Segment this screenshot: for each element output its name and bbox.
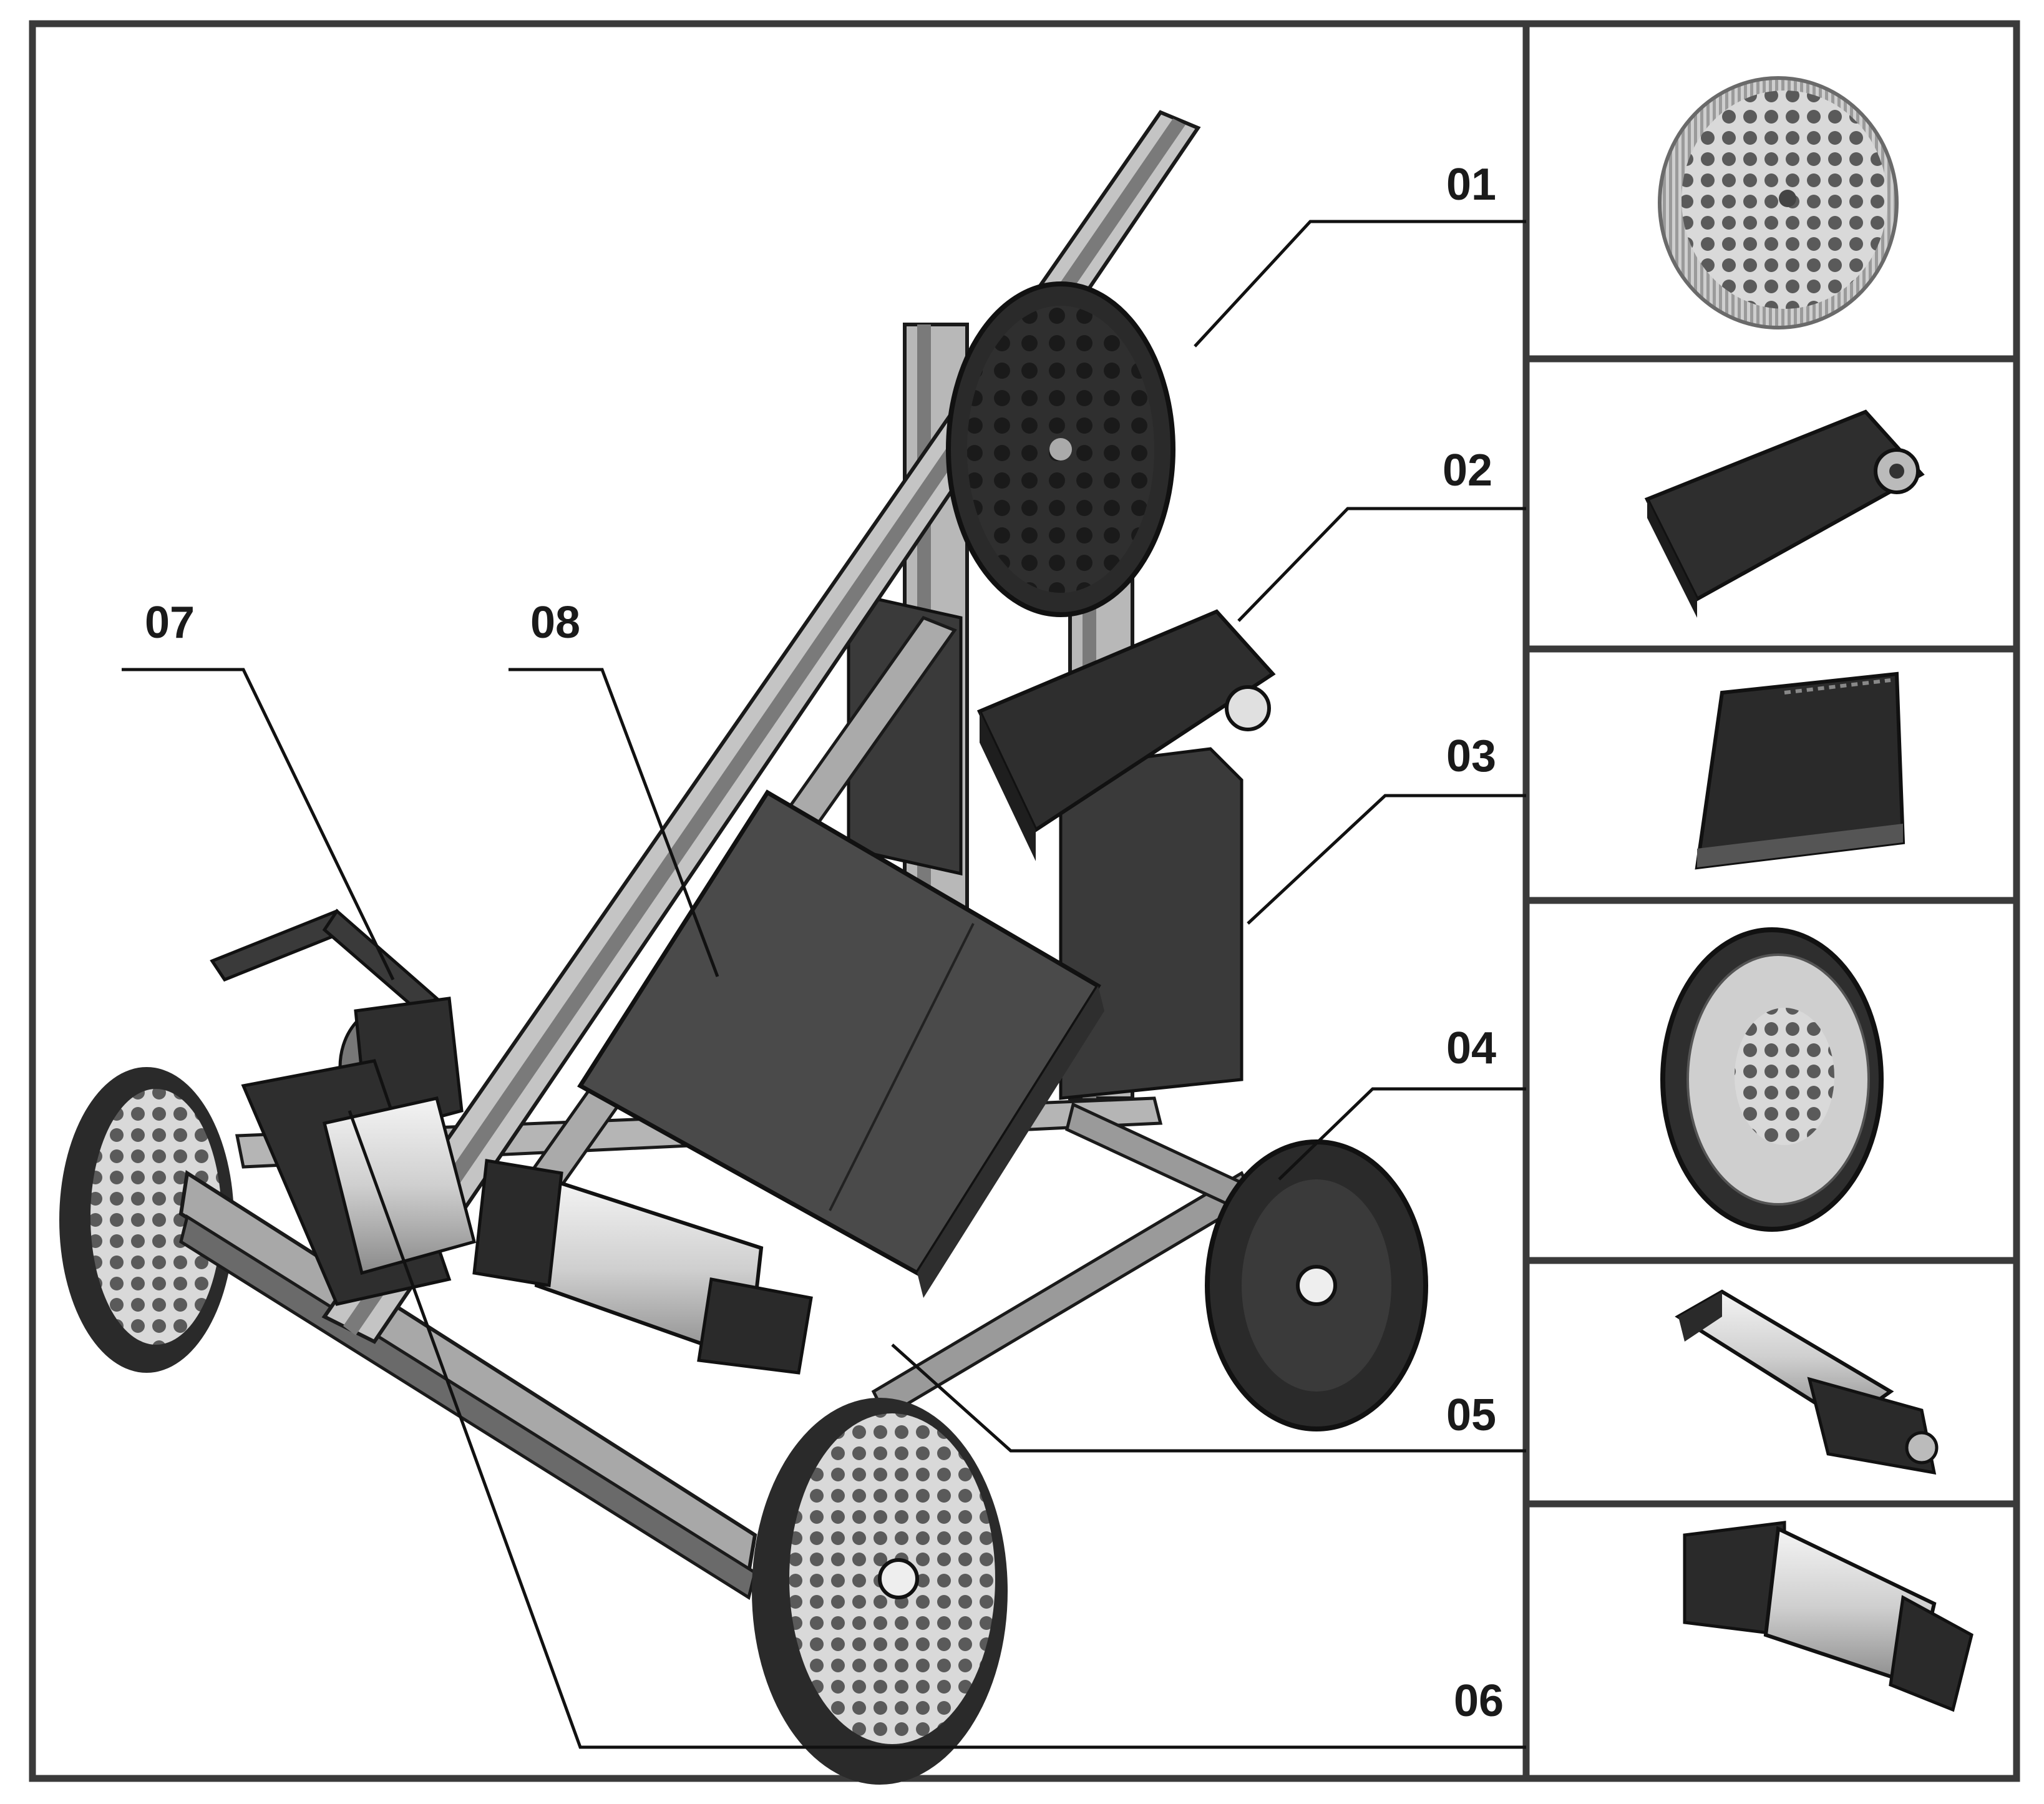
leader-06 [348, 1110, 1526, 1749]
callout-06: 06 [1454, 1676, 1504, 1726]
robot-motor-front [472, 1159, 813, 1375]
callout-03: 03 [1446, 731, 1496, 781]
leader-lines [122, 220, 1526, 1749]
frame [29, 20, 2020, 1782]
leader-02 [1237, 507, 1526, 622]
callout-07: 07 [145, 598, 195, 648]
leader-03 [1247, 794, 1526, 925]
callout-02: 02 [1443, 446, 1492, 495]
callout-01: 01 [1446, 160, 1496, 210]
callout-05: 05 [1446, 1390, 1496, 1440]
robot-servo [976, 609, 1276, 861]
robot-battery [577, 789, 1104, 1298]
leader-05 [891, 1343, 1526, 1453]
leader-01 [1194, 220, 1526, 348]
thumbnail-servo [1644, 409, 1925, 618]
callout-08: 08 [530, 598, 580, 648]
left-rear-wheel [59, 1067, 234, 1373]
leader-07 [122, 668, 395, 981]
leader-08 [509, 668, 719, 977]
thumbnail-motor-2 [1683, 1521, 1973, 1712]
thumbnail-omni-wheel [1660, 927, 1884, 1232]
thumbnail-hub [1695, 671, 1905, 870]
leader-04 [1278, 1087, 1526, 1181]
front-wheel [752, 1398, 1008, 1785]
robot-gear [946, 281, 1175, 617]
thumbnail-motor-1 [1675, 1289, 1939, 1475]
robot-assembly [59, 110, 1428, 1785]
thumbnail-gear [1658, 76, 1899, 329]
robot-omni-wheel [1205, 1139, 1428, 1431]
callout-labels: 01 02 03 04 05 06 07 08 [145, 160, 1504, 1726]
callout-04: 04 [1446, 1023, 1496, 1073]
